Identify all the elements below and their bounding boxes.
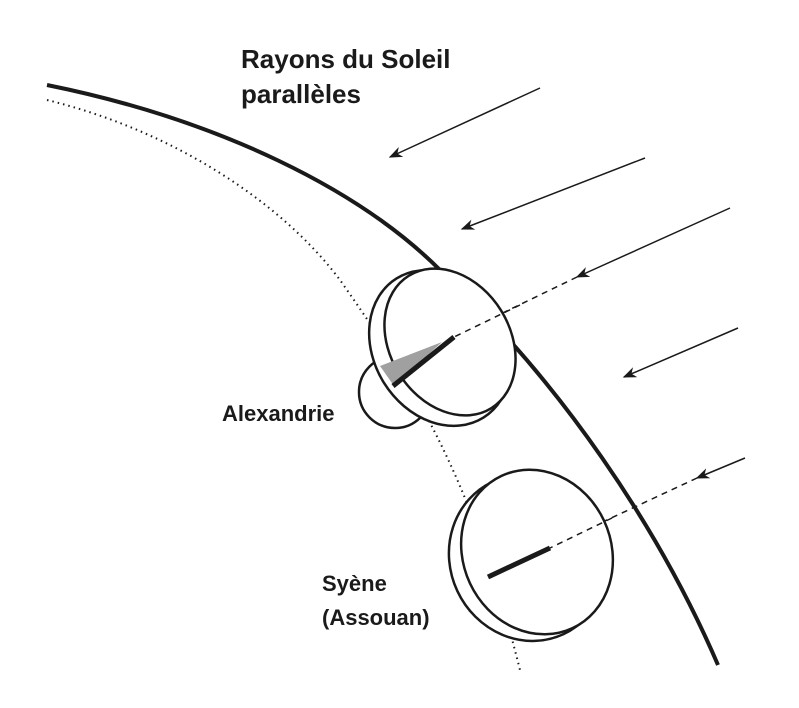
sun-ray-arrow [622,327,739,378]
alexandrie-sundial [357,267,517,430]
title-line-2: parallèles [241,79,361,109]
sun-ray-arrow [388,87,541,158]
title-line-1: Rayons du Soleil [241,44,451,74]
label-syene: Syène [322,571,387,596]
syene-sundial [447,468,615,643]
label-assouan: (Assouan) [322,605,430,630]
gnomon [486,545,552,580]
gnomon [391,335,456,388]
label-alexandrie: Alexandrie [222,401,335,426]
shadow-wedge [380,342,442,386]
sun-ray-arrow [695,457,746,479]
sun-ray-arrow [460,157,646,230]
sun-ray-arrow [575,207,731,278]
